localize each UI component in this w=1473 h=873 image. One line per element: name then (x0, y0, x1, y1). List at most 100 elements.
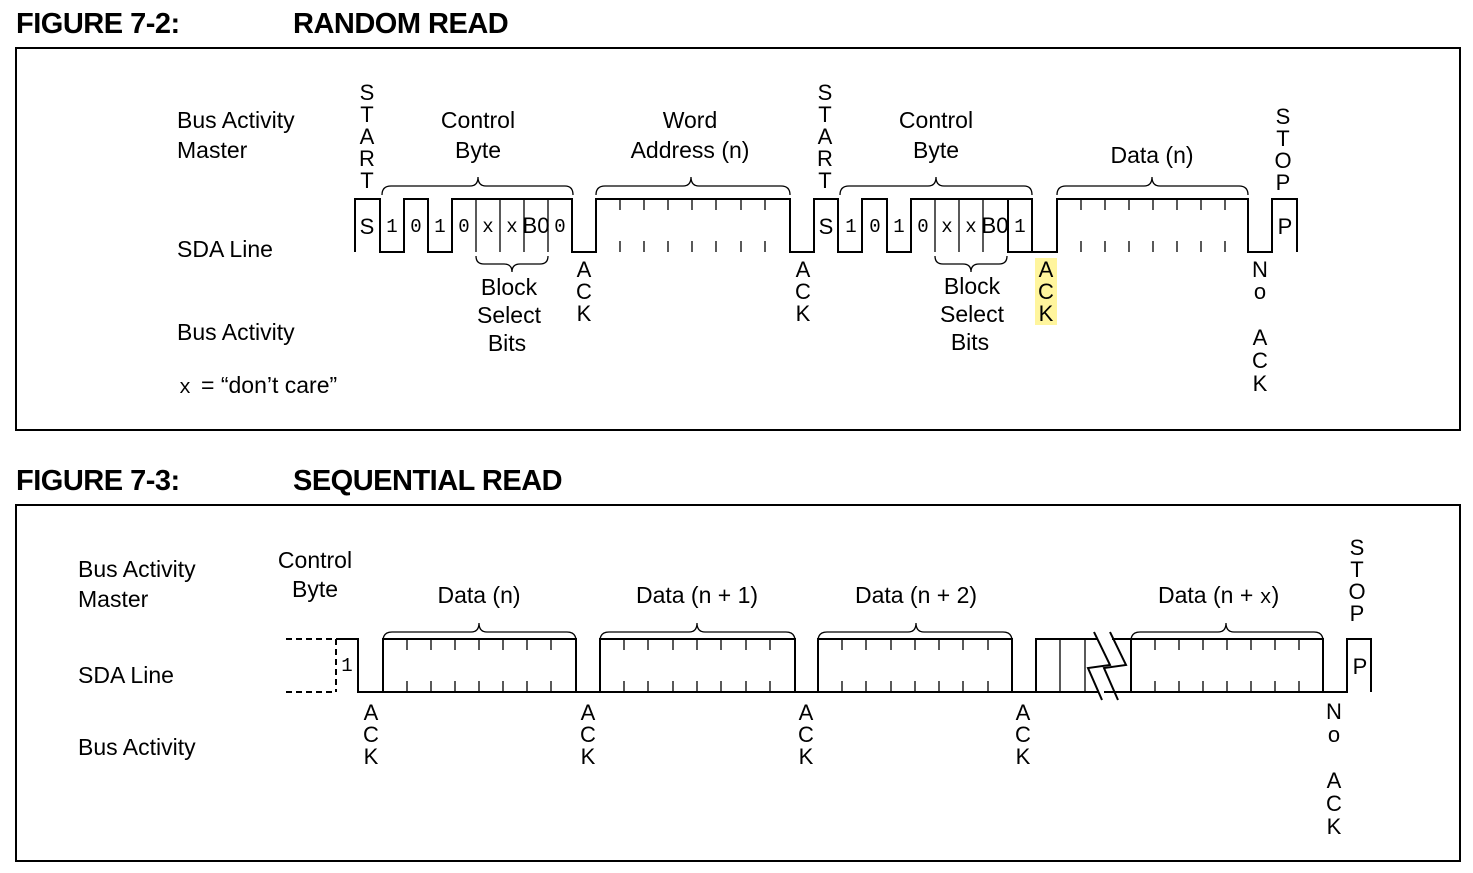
ack-letter: A (799, 700, 814, 725)
control-byte-label-1b: Byte (455, 137, 501, 163)
brace-word-address (595, 176, 791, 196)
start-letter: A (818, 124, 833, 149)
brace-data-n (382, 622, 577, 642)
start-bit-s-2: S (819, 214, 834, 239)
sda-line-label: SDA Line (78, 662, 174, 688)
ack-letter: A (796, 257, 811, 282)
no-letter: N (1326, 699, 1342, 724)
ack-letter: C (798, 722, 814, 747)
stop-bit-p: P (1278, 214, 1293, 239)
bus-activity-master-line2: Master (78, 586, 149, 612)
brace-data-n2 (817, 622, 1013, 642)
start-bit-s-1: S (360, 214, 375, 239)
stop-label: S T O P (1274, 104, 1291, 195)
bus-activity-label: Bus Activity (177, 319, 295, 345)
ack-letter: A (364, 700, 379, 725)
control-byte-label-2b: Byte (913, 137, 959, 163)
control-bit-b0: B0 (523, 213, 550, 238)
control-byte-label-1a: Control (441, 107, 515, 133)
ack-letter: C (1015, 722, 1031, 747)
dont-care-text: = “don’t care” (201, 372, 337, 398)
control-bit: 1 (845, 216, 856, 238)
no-ack-label: N o A C K (1252, 257, 1268, 396)
ack-letter: K (1327, 814, 1342, 839)
control-bit: 0 (554, 216, 565, 238)
control-bit: x (965, 216, 976, 238)
sda-waveform-sequential-read (336, 638, 1372, 693)
control-bit: 0 (458, 216, 469, 238)
control-bit: 0 (869, 216, 880, 238)
word-address-label-b: Address (n) (631, 137, 750, 163)
ack-label-2: A C K (580, 700, 596, 769)
control-bit-b0: B0 (982, 213, 1009, 238)
control-bit: x (482, 216, 493, 238)
control-bit: 1 (434, 216, 445, 238)
data-label-n-plus-1: Data (n + 1) (636, 582, 758, 608)
ack-letter: K (796, 301, 811, 326)
sda-line-label: SDA Line (177, 236, 273, 262)
ack-letter: C (795, 279, 811, 304)
start-letter: T (360, 168, 373, 193)
data-label-n: Data (n) (437, 582, 520, 608)
start-letter: S (818, 80, 833, 105)
random-read-diagram: Bus Activity Master SDA Line Bus Activit… (177, 80, 1298, 400)
start-letter: A (360, 124, 375, 149)
control-bit: 0 (410, 216, 421, 238)
no-letter: o (1328, 722, 1340, 747)
bus-activity-master-line1: Bus Activity (177, 107, 295, 133)
ack-label-2: A C K (795, 257, 811, 326)
data-ticks-nx (1154, 639, 1300, 692)
ack-letter: A (1016, 700, 1031, 725)
data-label-n-plus-2: Data (n + 2) (855, 582, 977, 608)
ack-letter: A (581, 700, 596, 725)
figure-7-2-number: FIGURE 7-2: (16, 8, 180, 40)
ack-label-1: A C K (576, 257, 592, 326)
figure-7-3-frame (15, 504, 1461, 862)
bit-dividers-2 (934, 199, 984, 252)
block-select-2a: Block (944, 273, 1001, 299)
dont-care-x: x (179, 377, 191, 400)
bus-activity-label: Bus Activity (78, 734, 196, 760)
block-select-2c: Bits (951, 329, 989, 355)
control-bit: 1 (893, 216, 904, 238)
data-ticks (1080, 199, 1226, 252)
stop-letter: P (1276, 170, 1291, 195)
start-label-2: S T A R T (817, 80, 833, 193)
stop-letter: S (1350, 535, 1365, 560)
no-ack-label: N o A C K (1326, 699, 1342, 839)
start-label-1: S T A R T (359, 80, 375, 193)
ack-letter: K (364, 744, 379, 769)
control-bit: 0 (917, 216, 928, 238)
ack-letter: K (1039, 301, 1054, 326)
figure-7-2-title: RANDOM READ (293, 8, 509, 40)
control-bit: 1 (386, 216, 397, 238)
ack-letter: A (1327, 768, 1342, 793)
stop-label: S T O P (1348, 535, 1365, 626)
figure-7-3-title: SEQUENTIAL READ (293, 465, 563, 497)
data-label-var: x (1260, 587, 1272, 610)
control-byte-label-b: Byte (292, 576, 338, 602)
bit-dividers-1 (475, 199, 549, 252)
block-select-1b: Select (477, 302, 542, 328)
control-byte-label-a: Control (278, 547, 352, 573)
stop-letter: O (1274, 148, 1291, 173)
ack-letter: K (1016, 744, 1031, 769)
sequential-read-diagram: Bus Activity Master SDA Line Bus Activit… (78, 535, 1372, 839)
data-ticks-n2 (841, 639, 989, 692)
ack-label-1: A C K (363, 700, 379, 769)
ack-letter: A (577, 257, 592, 282)
ack-label-4: A C K (1015, 700, 1031, 769)
stop-letter: O (1348, 579, 1365, 604)
data-ticks-n (406, 639, 552, 692)
no-letter: o (1254, 279, 1266, 304)
ack-letter: A (1039, 257, 1054, 282)
bit-dividers-break (1059, 639, 1086, 692)
stop-letter: S (1276, 104, 1291, 129)
block-select-1c: Bits (488, 330, 526, 356)
start-letter: T (360, 102, 373, 127)
brace-data-n (1056, 176, 1249, 196)
start-letter: R (817, 146, 833, 171)
ack-highlight (1035, 258, 1057, 325)
data-label-prefix: Data (n + (1158, 582, 1260, 608)
